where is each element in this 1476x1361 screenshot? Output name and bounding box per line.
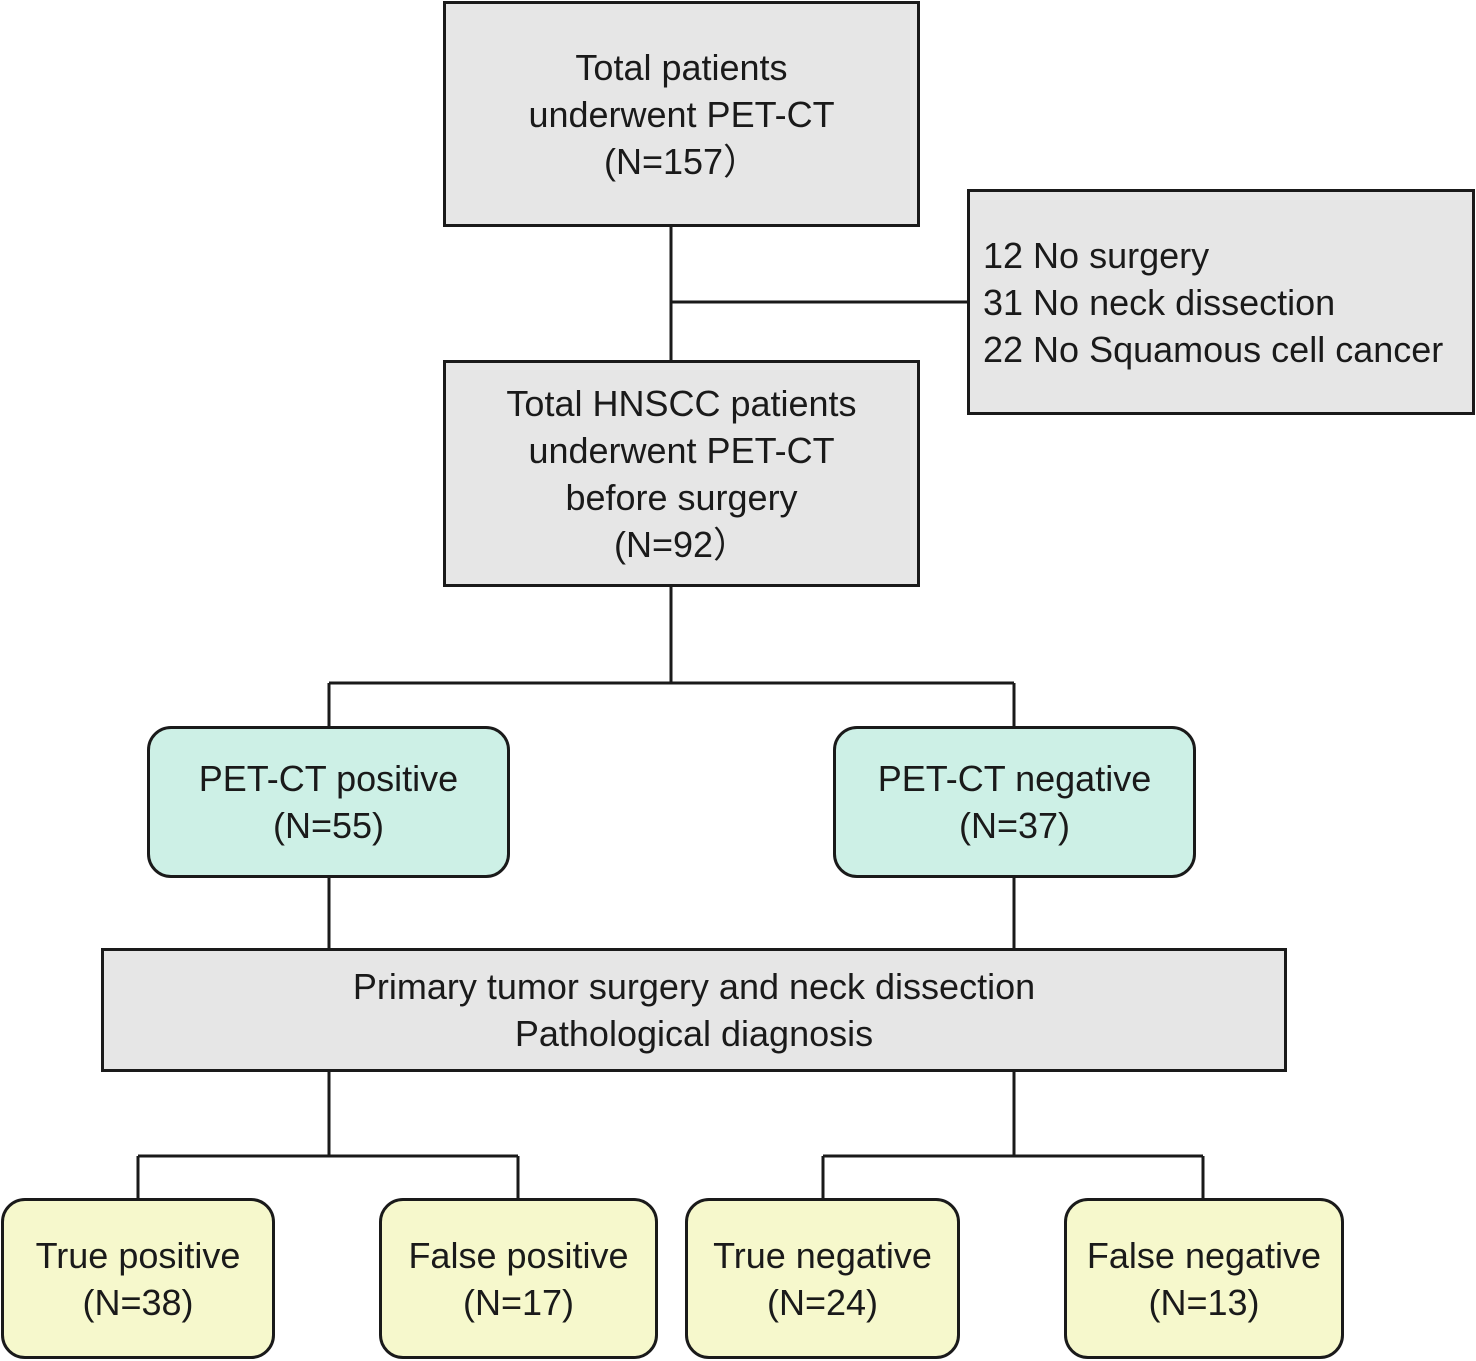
hnscc-line-3: before surgery bbox=[565, 476, 798, 518]
true-positive-count: (N=38) bbox=[82, 1281, 194, 1323]
true-positive-box: True positive (N=38) bbox=[1, 1198, 275, 1359]
false-negative-box: False negative (N=13) bbox=[1064, 1198, 1344, 1359]
exclusion-no-surgery: 12 No surgery bbox=[983, 234, 1210, 276]
total-patients-box: Total patients underwent PET-CT (N=157） bbox=[443, 1, 920, 227]
true-negative-label: True negative bbox=[713, 1234, 932, 1276]
true-negative-box: True negative (N=24) bbox=[685, 1198, 960, 1359]
total-patients-count: (N=157） bbox=[603, 140, 760, 182]
total-patients-line-2: underwent PET-CT bbox=[528, 93, 835, 135]
true-negative-count: (N=24) bbox=[766, 1281, 879, 1323]
hnscc-line-1: Total HNSCC patients bbox=[506, 382, 857, 424]
hnscc-patients-box: Total HNSCC patients underwent PET-CT be… bbox=[443, 360, 920, 587]
pet-positive-label: PET-CT positive bbox=[198, 758, 459, 799]
total-patients-line-1: Total patients bbox=[575, 46, 788, 88]
pet-negative-label: PET-CT negative bbox=[877, 758, 1152, 799]
false-positive-label: False positive bbox=[408, 1234, 629, 1276]
surgery-line: Primary tumor surgery and neck dissectio… bbox=[352, 966, 1036, 1007]
pet-positive-box: PET-CT positive (N=55) bbox=[147, 726, 510, 878]
exclusion-no-squamous: 22 No Squamous cell cancer bbox=[983, 328, 1444, 370]
pet-positive-count: (N=55) bbox=[272, 805, 385, 846]
exclusions-box: 12 No surgery 31 No neck dissection 22 N… bbox=[967, 189, 1475, 415]
false-negative-count: (N=13) bbox=[1148, 1281, 1260, 1323]
false-negative-label: False negative bbox=[1086, 1234, 1322, 1276]
pet-negative-box: PET-CT negative (N=37) bbox=[833, 726, 1196, 878]
hnscc-count: (N=92） bbox=[613, 523, 750, 565]
exclusion-no-neck-dissection: 31 No neck dissection bbox=[983, 281, 1336, 323]
true-positive-label: True positive bbox=[35, 1234, 241, 1276]
pet-negative-count: (N=37) bbox=[958, 805, 1071, 846]
surgery-diagnosis-box: Primary tumor surgery and neck dissectio… bbox=[101, 948, 1287, 1072]
false-positive-count: (N=17) bbox=[462, 1281, 575, 1323]
hnscc-line-2: underwent PET-CT bbox=[528, 429, 835, 471]
false-positive-box: False positive (N=17) bbox=[379, 1198, 658, 1359]
diagnosis-line: Pathological diagnosis bbox=[514, 1013, 874, 1054]
